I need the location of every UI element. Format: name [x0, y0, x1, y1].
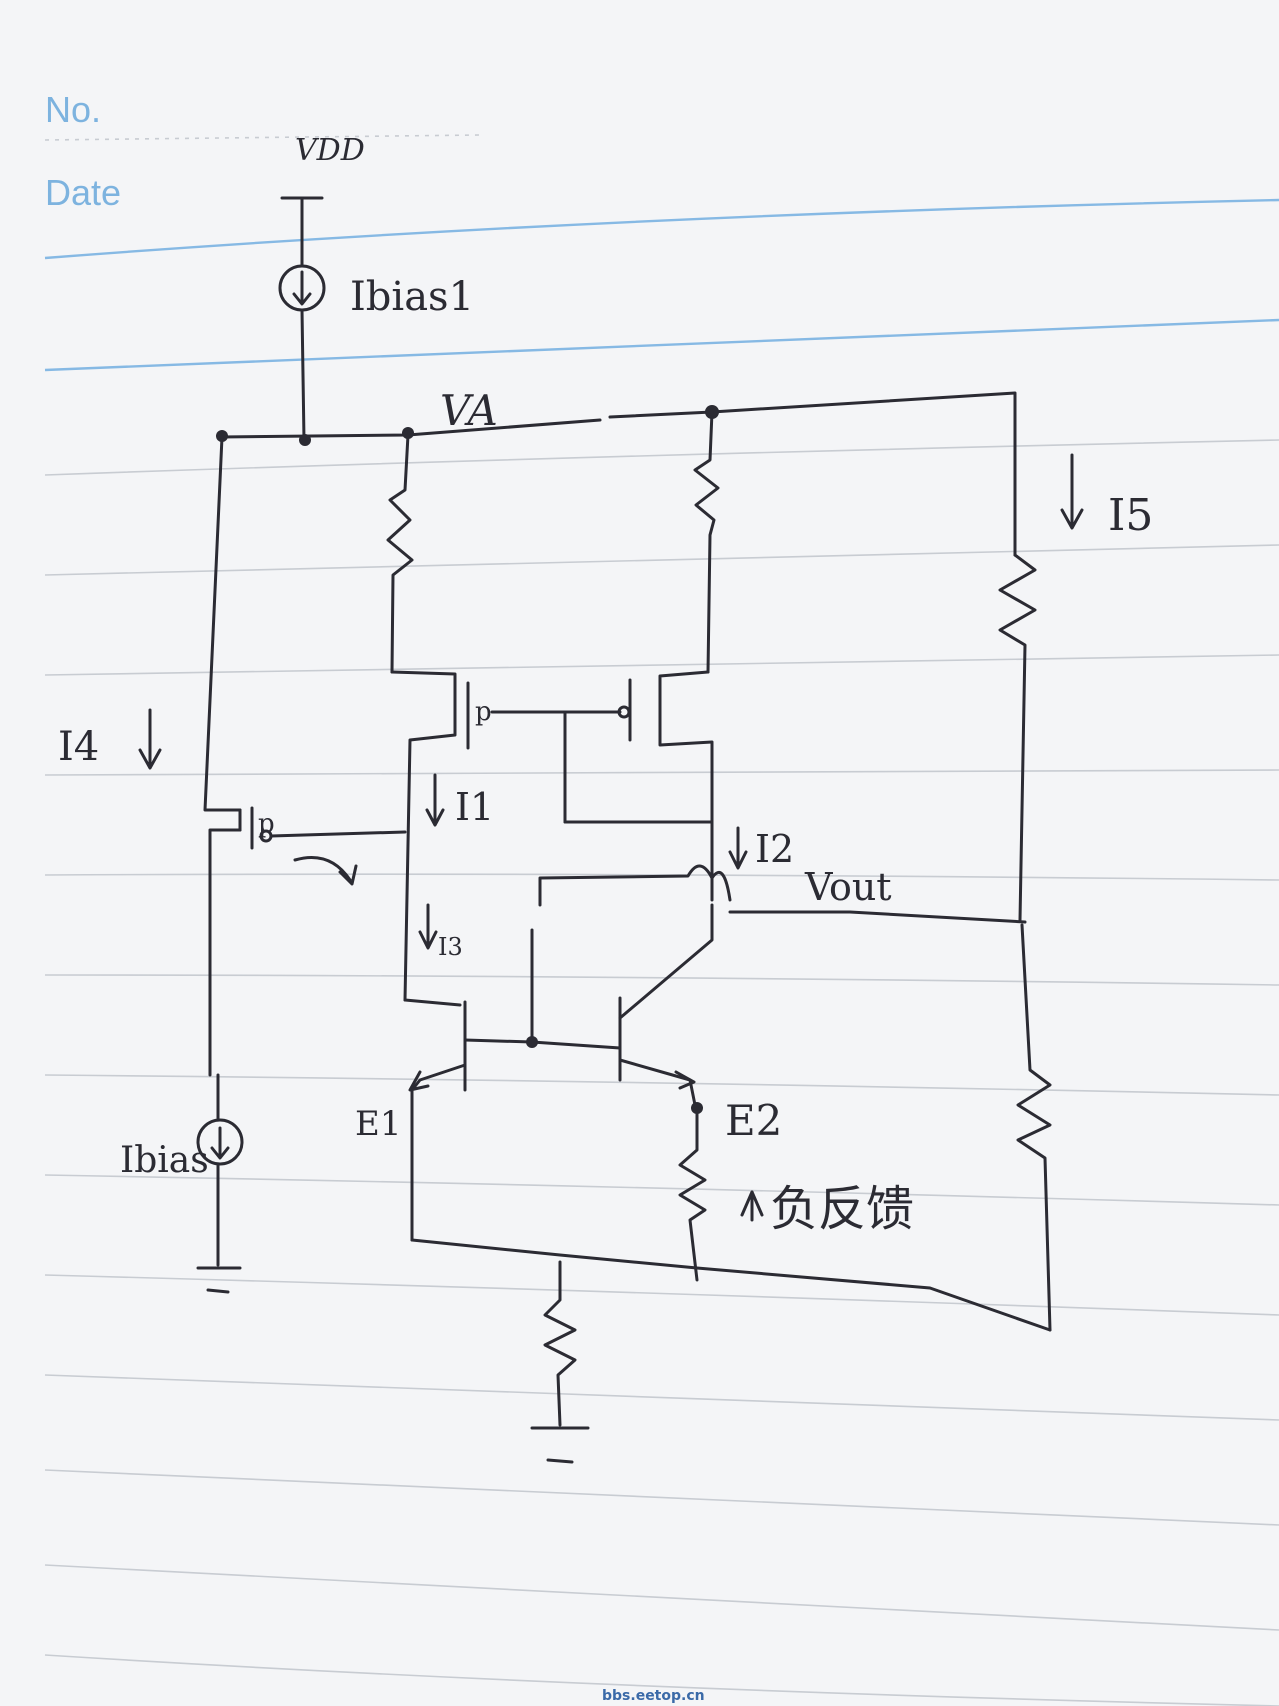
- i2-label: I2: [755, 827, 794, 871]
- pmos-left: p: [390, 670, 622, 1002]
- bjt-q2: E2: [618, 903, 782, 1145]
- right-resistor-bottom: [1016, 923, 1052, 1332]
- bjt-q1: E1: [355, 998, 467, 1242]
- resistor-r1: [386, 433, 414, 674]
- page-ruling: [44, 134, 1279, 1706]
- feedback-annotation: 负反馈: [740, 1181, 914, 1237]
- e1-label: E1: [355, 1104, 401, 1144]
- va-rail: VA: [216, 386, 1017, 557]
- ibias1-current-source: Ibias1: [278, 264, 474, 320]
- i4-current-arrow: I4: [58, 708, 162, 770]
- tail-resistor: [530, 1260, 590, 1464]
- i4-label: I4: [58, 724, 99, 770]
- p-label-left: p: [258, 809, 275, 839]
- resistor-r2: [693, 410, 720, 674]
- p-label-mid: p: [475, 697, 492, 727]
- left-branch: p: [203, 435, 407, 1077]
- watermark: bbs.eetop.cn: [602, 1688, 705, 1704]
- bjt-base-tie: [463, 928, 622, 1050]
- i5-label: I5: [1108, 490, 1153, 541]
- vout-label: Vout: [804, 865, 892, 909]
- vout-net: Vout: [538, 864, 1027, 924]
- no-label: No.: [45, 89, 101, 130]
- va-label: VA: [440, 386, 498, 435]
- i2-current-arrow: I2: [728, 826, 794, 871]
- ibias-current-source: Ibias: [120, 1073, 244, 1294]
- pmos-right: [563, 670, 714, 902]
- vdd-label: VDD: [295, 133, 365, 168]
- date-label: Date: [45, 172, 121, 213]
- feedback-label: 负反馈: [770, 1181, 914, 1237]
- i3-label: I3: [438, 933, 463, 961]
- vdd-supply: VDD: [280, 133, 365, 267]
- right-resistor-top: [998, 553, 1037, 922]
- i1-current-arrow: I1: [425, 773, 494, 829]
- i1-label: I1: [455, 785, 494, 829]
- emitter-resistor-r2: [678, 1106, 707, 1282]
- e2-label: E2: [725, 1096, 782, 1145]
- i3-current-arrow: I3: [418, 903, 463, 961]
- i5-current-arrow: I5: [1060, 453, 1153, 541]
- ibias-label: Ibias: [120, 1140, 209, 1181]
- ibias1-label: Ibias1: [350, 274, 474, 320]
- bottom-rail: [410, 1238, 1052, 1332]
